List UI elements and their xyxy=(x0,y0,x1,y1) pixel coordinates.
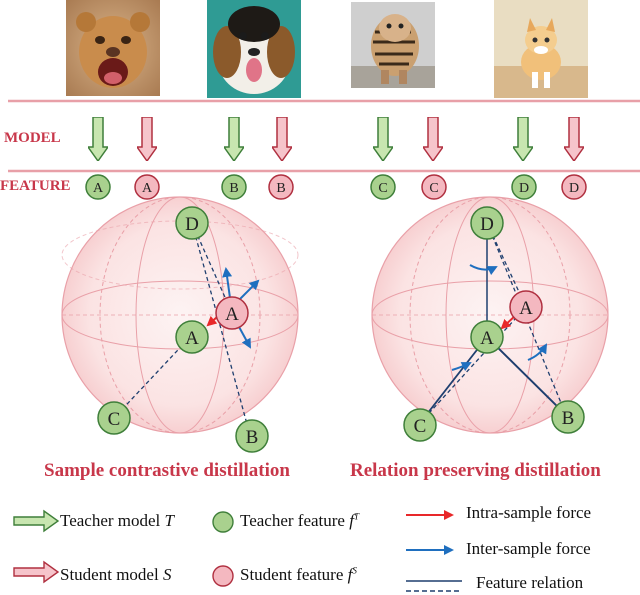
kitten-photo xyxy=(494,0,588,98)
svg-text:A: A xyxy=(480,328,494,349)
separator-lines xyxy=(8,99,640,173)
teacher-feature-b: B xyxy=(221,174,247,200)
legend-inter-force: Inter-sample force xyxy=(466,539,591,558)
svg-text:C: C xyxy=(414,416,427,437)
tiger-cub-photo xyxy=(351,2,435,88)
student-model-arrow-icon xyxy=(137,117,157,161)
svg-text:B: B xyxy=(246,427,259,448)
svg-text:A: A xyxy=(142,181,153,196)
left-teacher-d: D xyxy=(175,206,209,240)
legend-intra-force: Intra-sample force xyxy=(466,503,592,522)
teacher-model-arrow-icon xyxy=(224,117,244,161)
left-teacher-b: B xyxy=(235,419,269,453)
teacher-model-arrow-icon xyxy=(513,117,533,161)
left-student-a: A xyxy=(215,296,249,330)
right-student-a: A xyxy=(509,290,543,324)
right-sphere: D A A C B xyxy=(371,196,609,442)
left-teacher-c: C xyxy=(97,401,131,435)
student-feature-b: B xyxy=(268,174,294,200)
svg-text:D: D xyxy=(480,214,494,235)
student-feature-a: A xyxy=(134,174,160,200)
right-teacher-b: B xyxy=(551,400,585,434)
legend-teacher-feature: Teacher feature fT xyxy=(240,511,359,530)
right-teacher-d: D xyxy=(470,206,504,240)
teacher-model-arrow-icon xyxy=(373,117,393,161)
lion-cub-photo xyxy=(66,0,160,96)
model-row-label: MODEL xyxy=(4,130,61,146)
student-feature-legend-icon xyxy=(212,565,234,587)
svg-text:A: A xyxy=(93,181,104,196)
svg-text:B: B xyxy=(276,181,285,196)
feature-row-label: FEATURE xyxy=(0,178,71,194)
teacher-model-legend-icon xyxy=(13,509,60,533)
svg-text:C: C xyxy=(108,409,121,430)
student-feature-d: D xyxy=(561,174,587,200)
svg-text:A: A xyxy=(185,328,199,349)
legend-graphics xyxy=(13,509,462,592)
teacher-feature-a: A xyxy=(85,174,111,200)
teacher-feature-c: C xyxy=(370,174,396,200)
student-model-legend-icon xyxy=(13,560,60,584)
legend-teacher-model: Teacher model T xyxy=(60,511,175,530)
student-model-arrow-icon xyxy=(423,117,443,161)
student-feature-c: C xyxy=(421,174,447,200)
svg-text:A: A xyxy=(225,304,239,325)
left-sphere: D A A C B xyxy=(61,196,299,453)
svg-text:C: C xyxy=(378,181,387,196)
svg-text:C: C xyxy=(429,181,438,196)
student-model-arrow-icon xyxy=(272,117,292,161)
svg-text:B: B xyxy=(229,181,238,196)
teacher-feature-d: D xyxy=(511,174,537,200)
model-feature-row: A A B B C C D D xyxy=(85,117,587,200)
student-model-arrow-icon xyxy=(564,117,584,161)
spheres-diagram: D A A C B xyxy=(61,196,609,453)
svg-text:D: D xyxy=(569,181,579,196)
svg-text:D: D xyxy=(185,214,199,235)
beagle-photo xyxy=(207,0,301,98)
right-teacher-a: A xyxy=(470,320,504,354)
svg-text:A: A xyxy=(519,298,533,319)
legend-student-model: Student model S xyxy=(60,565,172,584)
teacher-feature-legend-icon xyxy=(212,511,234,533)
legend-student-feature: Student feature fS xyxy=(240,565,357,584)
right-teacher-c: C xyxy=(403,408,437,442)
left-teacher-a: A xyxy=(175,320,209,354)
svg-text:D: D xyxy=(519,181,529,196)
svg-text:B: B xyxy=(562,408,575,429)
legend-feature-relation: Feature relation xyxy=(476,573,584,592)
left-caption: Sample contrastive distillation xyxy=(44,460,290,481)
right-caption: Relation preserving distillation xyxy=(350,460,601,481)
teacher-model-arrow-icon xyxy=(88,117,108,161)
